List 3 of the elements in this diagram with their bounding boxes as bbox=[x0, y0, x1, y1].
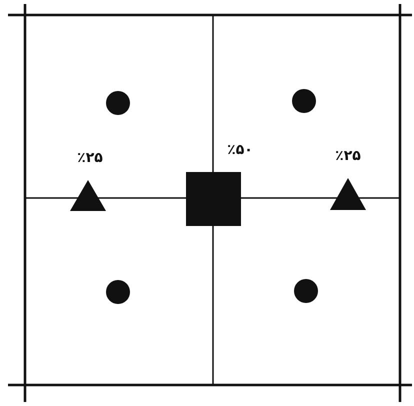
percentage-label: ٪۲۵ bbox=[77, 150, 103, 166]
percentage-label: ٪۵۰ bbox=[227, 142, 253, 158]
percentage-label: ٪۲۵ bbox=[335, 148, 361, 164]
